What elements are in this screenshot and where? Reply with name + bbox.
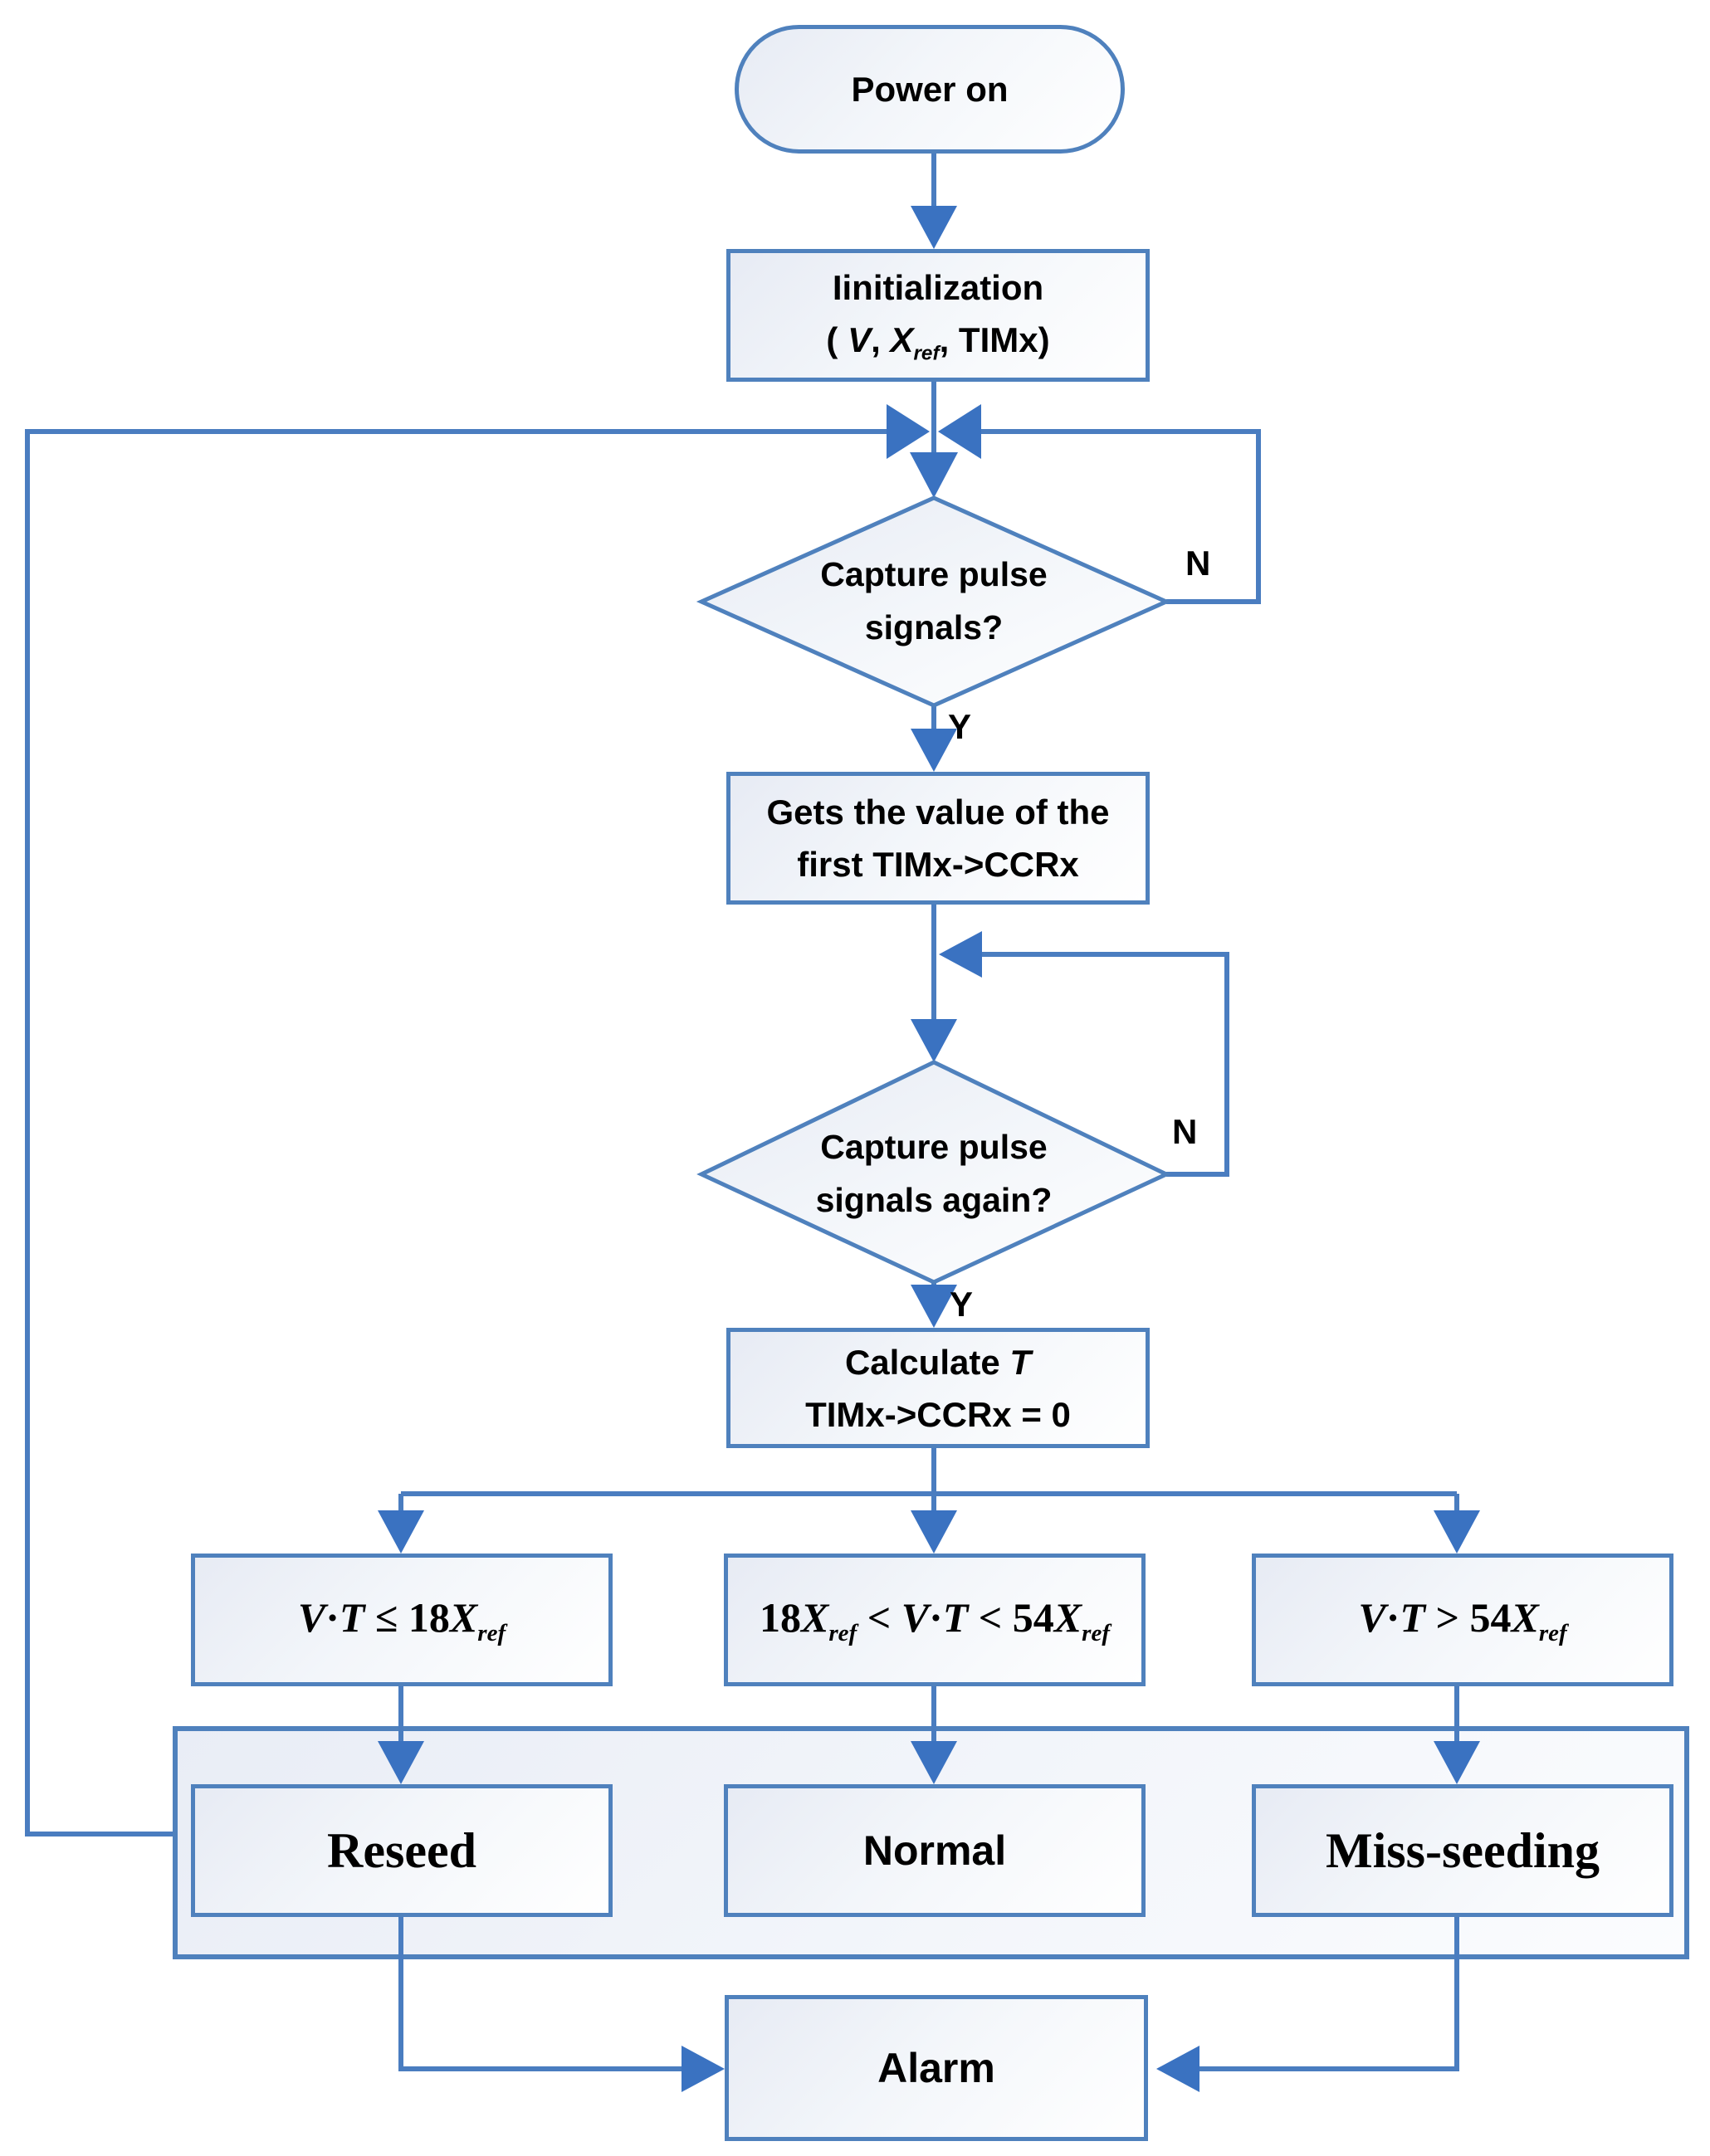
decision-capture-pulse-shape xyxy=(696,495,1172,708)
condition-high-label: V·T > 54Xref xyxy=(1358,1593,1567,1646)
edge-label-yes-2: Y xyxy=(950,1285,974,1324)
node-get-value: Gets the value of the first TIMx->CCRx xyxy=(726,772,1150,905)
power-on-label: Power on xyxy=(851,70,1009,109)
node-alarm: Alarm xyxy=(725,1995,1148,2141)
calculate-line1: Calculate T xyxy=(844,1342,1032,1382)
condition-low-label: V·T ≤ 18Xref xyxy=(297,1593,506,1646)
edge-label-no-2: N xyxy=(1172,1112,1198,1151)
node-power-on: Power on xyxy=(735,25,1125,154)
node-normal: Normal xyxy=(724,1784,1146,1917)
initialization-line1: Iinitialization xyxy=(832,268,1044,308)
node-initialization: Iinitialization ( V, Xref, TIMx) xyxy=(726,249,1150,382)
get-value-line2: first TIMx->CCRx xyxy=(797,845,1079,884)
edge-label-yes-1: Y xyxy=(948,707,972,746)
arrowheads xyxy=(378,206,1480,2092)
decision-capture-pulse-label: Capture pulse signals? xyxy=(751,527,1116,676)
node-calculate-t: Calculate T TIMx->CCRx = 0 xyxy=(726,1328,1150,1448)
node-miss-seeding: Miss-seeding xyxy=(1252,1784,1673,1917)
connector-lines xyxy=(25,154,1459,2071)
capture-pulse-again-line2: signals again? xyxy=(815,1181,1053,1219)
capture-pulse-again-line1: Capture pulse xyxy=(820,1128,1048,1167)
capture-pulse-line1: Capture pulse xyxy=(820,555,1048,594)
calculate-line2: TIMx->CCRx = 0 xyxy=(805,1394,1071,1434)
condition-mid-box: 18Xref < V·T < 54Xref xyxy=(724,1554,1146,1686)
decision-capture-pulse-again-label: Capture pulse signals again? xyxy=(751,1100,1116,1249)
node-reseed: Reseed xyxy=(191,1784,613,1917)
miss-seeding-label: Miss-seeding xyxy=(1326,1822,1600,1878)
reseed-label: Reseed xyxy=(327,1822,476,1878)
initialization-line2: ( V, Xref, TIMx) xyxy=(826,320,1050,365)
alarm-label: Alarm xyxy=(877,2045,995,2091)
decision-capture-pulse-again-shape xyxy=(696,1060,1171,1285)
condition-high-box: V·T > 54Xref xyxy=(1252,1554,1673,1686)
get-value-line1: Gets the value of the xyxy=(766,793,1110,832)
edge-label-no-1: N xyxy=(1185,544,1211,583)
condition-mid-label: 18Xref < V·T < 54Xref xyxy=(760,1593,1110,1646)
capture-pulse-line2: signals? xyxy=(864,608,1004,646)
normal-label: Normal xyxy=(862,1827,1007,1874)
condition-low-box: V·T ≤ 18Xref xyxy=(191,1554,613,1686)
